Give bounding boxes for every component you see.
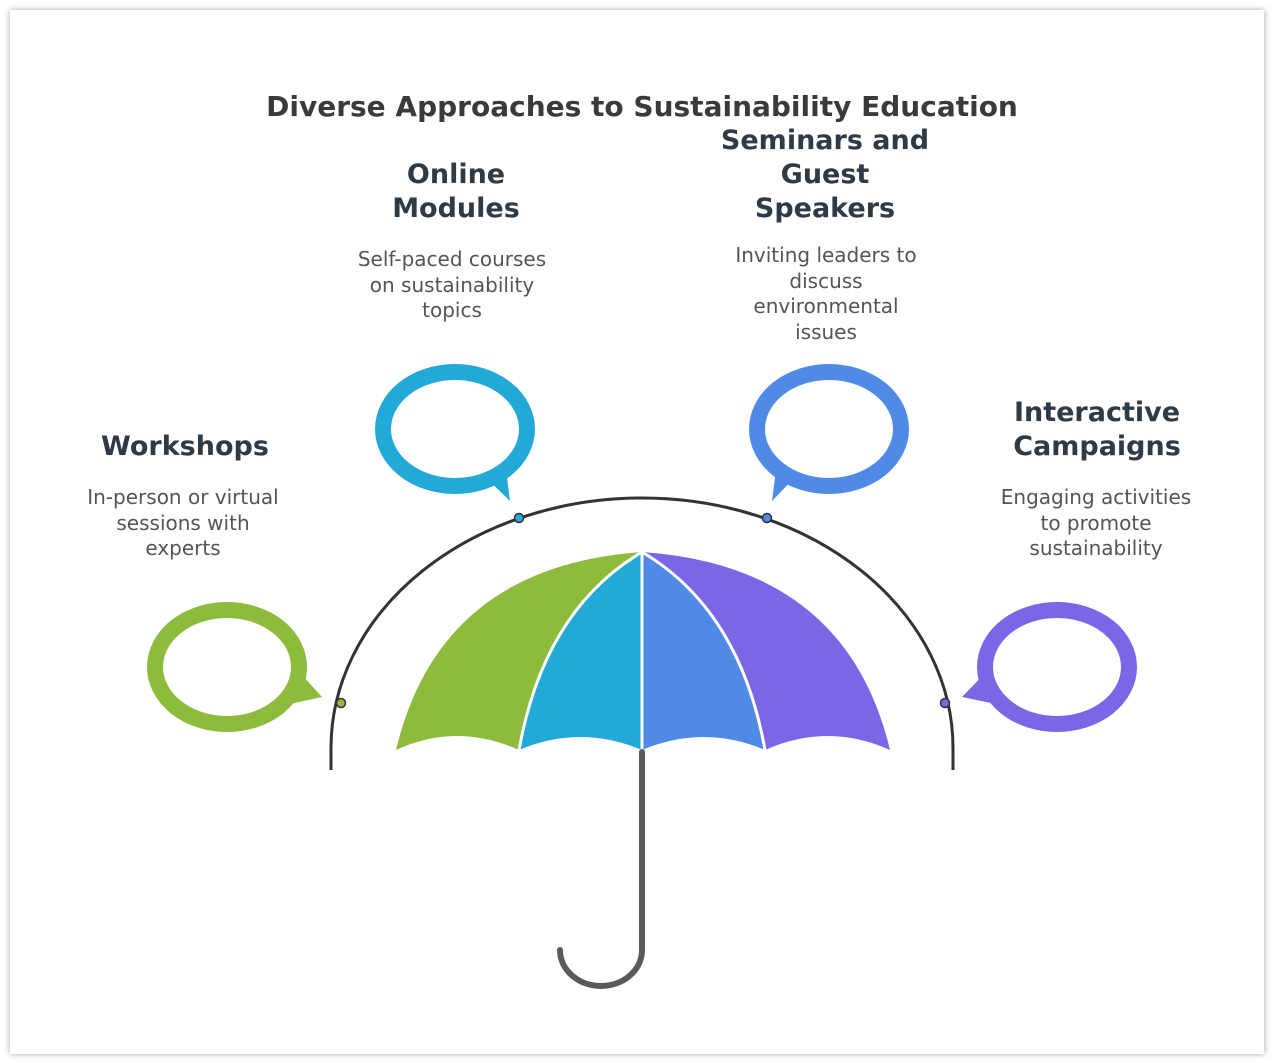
canopy-panel-purple [642, 552, 890, 750]
seminars-bubble [749, 364, 909, 501]
workshops-heading: Workshops [75, 430, 295, 464]
workshops-heading-line: Workshops [101, 431, 269, 462]
arc-dot-online-modules [513, 512, 525, 524]
online-modules-description-line: Self-paced courses [357, 247, 547, 271]
interactive-campaigns-heading-line: Interactive [1013, 397, 1181, 428]
seminars-heading: Seminars and Guest Speakers [700, 124, 950, 226]
seminars-description-line: environmental [753, 294, 899, 318]
seminars-heading-line: Speakers [754, 193, 896, 224]
online-modules-heading-line: Modules [392, 193, 520, 224]
canopy-panel-cyan [519, 552, 642, 750]
online-modules-description-line: on sustainability [369, 272, 535, 297]
online-modules-description-line: topics [422, 298, 482, 322]
seminars-heading-line: Seminars and [720, 125, 930, 156]
workshops-description-line: experts [145, 536, 221, 560]
workshops-description: In-person or virtual sessions with exper… [63, 485, 303, 562]
online-modules-description: Self-paced courses on sustainability top… [332, 247, 572, 324]
canopy-seam [641, 550, 767, 751]
online-modules-heading: Online Modules [346, 158, 566, 226]
online-modules-heading-line: Online [406, 159, 506, 190]
seminars-description: Inviting leaders to discuss environmenta… [706, 243, 946, 345]
seminars-heading-line: Guest [780, 159, 870, 190]
canopy-panel-green [396, 552, 642, 750]
interactive-campaigns-bubble [962, 602, 1137, 732]
seminars-bubble-ring [749, 364, 909, 494]
workshops-description-line: In-person or virtual [87, 485, 279, 509]
arc-dot-interactive-campaigns [939, 697, 951, 709]
seminars-description-line: issues [795, 319, 857, 344]
interactive-campaigns-bubble-ring [977, 602, 1137, 732]
workshops-bubble-ring [147, 602, 307, 732]
umbrella-handle [557, 749, 645, 989]
canopy-panel-blue [642, 552, 765, 750]
interactive-campaigns-heading-line: Campaigns [1013, 431, 1181, 462]
online-modules-bubble-ring [375, 364, 535, 494]
arc-dot-seminars [761, 512, 773, 524]
workshops-description-line: sessions with [116, 510, 250, 535]
interactive-campaigns-description-line: Engaging activities [1000, 485, 1192, 509]
interactive-campaigns-description-line: sustainability [1029, 536, 1163, 560]
interactive-campaigns-heading: Interactive Campaigns [977, 396, 1217, 464]
interactive-campaigns-description-line: to promote [1040, 510, 1152, 535]
seminars-description-line: discuss [789, 268, 863, 293]
outer-arc [329, 496, 955, 770]
canopy-seam [517, 550, 643, 751]
diagram-frame [10, 10, 1264, 1054]
arc-dot-workshops [335, 697, 347, 709]
seminars-description-line: Inviting leaders to [735, 243, 917, 267]
diagram-title: Diverse Approaches to Sustainability Edu… [266, 90, 1018, 123]
interactive-campaigns-description: Engaging activities to promote sustainab… [976, 485, 1216, 562]
online-modules-bubble [375, 364, 535, 501]
workshops-bubble [147, 602, 322, 732]
